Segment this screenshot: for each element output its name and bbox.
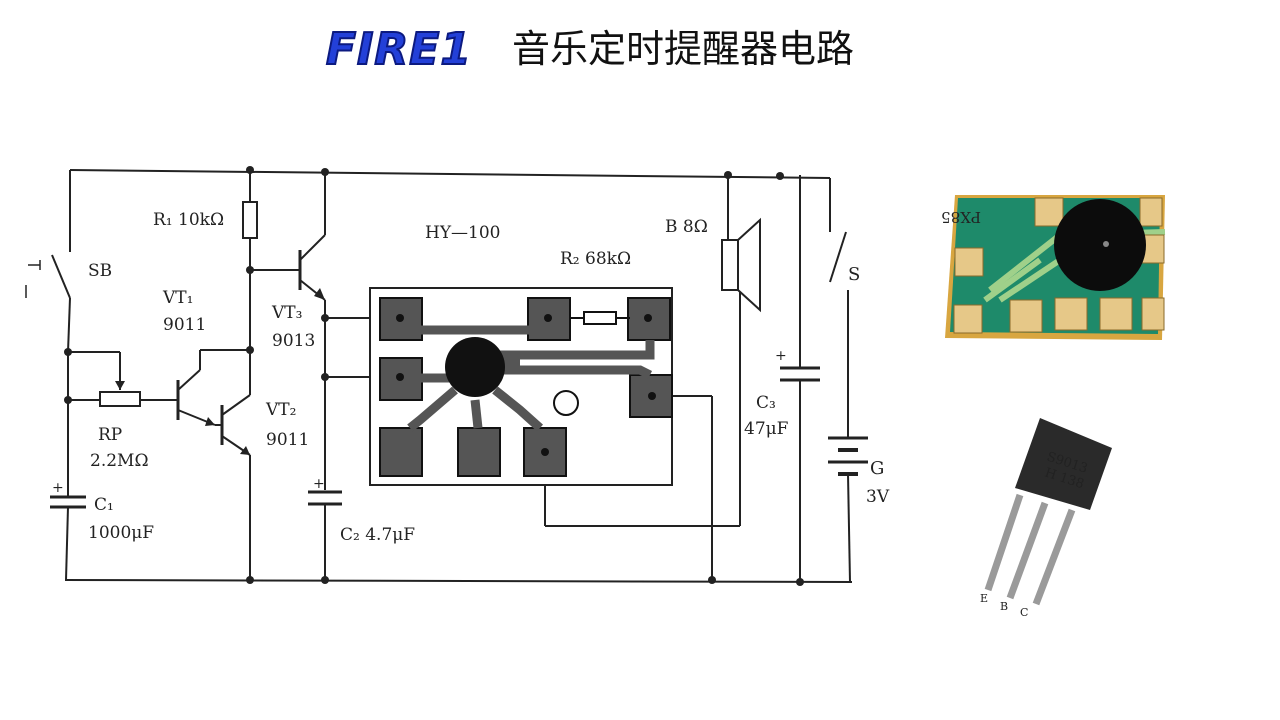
label-battery-value: 3V <box>866 487 890 507</box>
label-vt3-part: 9013 <box>272 331 315 351</box>
transistor-photo: S9013 H 138 E B C <box>980 418 1112 619</box>
label-r2: R₂ 68kΩ <box>560 249 631 269</box>
label-c2-plus: + <box>313 476 325 492</box>
label-switch: S <box>848 264 860 285</box>
chip-board <box>369 287 673 486</box>
music-module-photo: PX85 <box>941 195 1166 340</box>
pin-b-label: B <box>1000 600 1008 613</box>
page-title: 音乐定时提醒器电路 <box>512 27 855 71</box>
label-rp-value: 2.2MΩ <box>90 451 149 471</box>
label-battery-name: G <box>870 458 884 479</box>
label-speaker: B 8Ω <box>665 217 708 237</box>
pin-e-label: E <box>980 592 988 605</box>
label-rp-name: RP <box>98 425 122 445</box>
module-silkscreen: PX85 <box>941 208 981 226</box>
label-vt1-part: 9011 <box>163 315 206 335</box>
label-c3-plus: + <box>775 348 787 364</box>
junction-dots <box>64 166 804 586</box>
label-vt3-name: VT₃ <box>271 303 302 323</box>
label-c1-value: 1000μF <box>88 523 154 543</box>
label-c2: C₂ 4.7μF <box>340 525 415 545</box>
label-c3-name: C₃ <box>756 393 776 413</box>
label-chip: HY—100 <box>425 223 501 243</box>
label-sb: SB <box>88 261 112 281</box>
label-vt2-name: VT₂ <box>265 400 296 420</box>
potentiometer-rp <box>99 391 141 407</box>
speaker-icon <box>721 217 761 313</box>
resistor-r1 <box>242 201 258 239</box>
brand-logo: FIRE1 <box>325 23 472 76</box>
label-r1: R₁ 10kΩ <box>153 210 224 230</box>
label-vt1-name: VT₁ <box>162 288 193 308</box>
pin-c-label: C <box>1020 606 1028 619</box>
label-c1-plus: + <box>52 480 64 496</box>
label-c3-value: 47μF <box>744 419 789 439</box>
label-c1-name: C₁ <box>94 495 114 515</box>
label-vt2-part: 9011 <box>266 430 309 450</box>
